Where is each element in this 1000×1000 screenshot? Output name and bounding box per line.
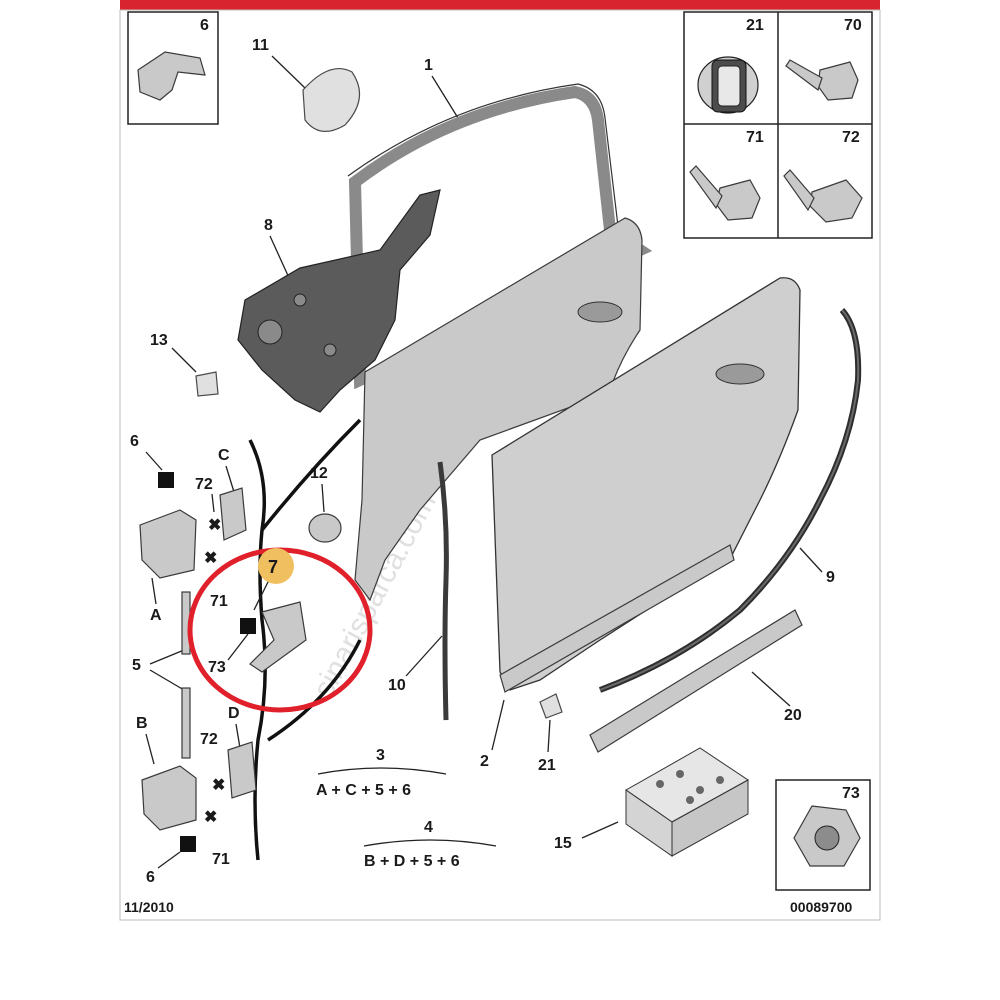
hinge-part-D	[227, 741, 257, 799]
pad-part-13	[195, 371, 219, 397]
callout-6-mid: 6	[130, 433, 139, 450]
seal-part-11	[302, 68, 361, 132]
diagram-reference: 00089700	[790, 899, 853, 915]
door-handle-inner	[577, 301, 623, 323]
callout-13: 13	[150, 332, 168, 349]
mark-square-73	[240, 618, 256, 634]
callout-20: 20	[784, 707, 802, 724]
hinge-part-A	[139, 509, 197, 579]
weatherstrip-part-10	[437, 461, 449, 721]
callout-3: 3	[376, 747, 385, 764]
callout-15: 15	[554, 835, 572, 852]
molding-part-20	[589, 609, 803, 753]
callout-1: 1	[424, 57, 433, 74]
callout-71-box: 71	[746, 129, 764, 146]
screw-part-72	[783, 169, 863, 223]
callout-10: 10	[388, 677, 406, 694]
clip-part-6	[137, 51, 206, 101]
callout-D: D	[228, 705, 240, 722]
callout-5: 5	[132, 657, 141, 674]
highlight-badge	[258, 548, 294, 584]
diagram-frame	[119, 9, 881, 921]
hinge-part-B	[141, 765, 197, 831]
mark-square-6-bottom	[180, 836, 196, 852]
clip-part-21-lower	[539, 693, 563, 719]
mark-x-71-top: ✖	[204, 550, 217, 567]
callout-21-lower: 21	[538, 757, 556, 774]
callout-C: C	[218, 447, 230, 464]
callout-4: 4	[424, 819, 433, 836]
callout-21-box: 21	[746, 17, 764, 34]
callout-72-box: 72	[842, 129, 860, 146]
callout-72-top: 72	[195, 476, 213, 493]
callout-6-bottom: 6	[146, 869, 155, 886]
door-frame-part-1	[348, 85, 653, 390]
callout-9: 9	[826, 569, 835, 586]
formula-3: A + C + 5 + 6	[316, 782, 411, 799]
callout-70: 70	[844, 17, 862, 34]
diagram-date: 11/2010	[124, 899, 174, 915]
callout-2: 2	[480, 753, 489, 770]
clip-part-21	[697, 56, 759, 114]
inset-box-part-6: 6	[127, 11, 219, 125]
callout-71-top: 71	[210, 593, 228, 610]
callout-8: 8	[264, 217, 273, 234]
formula-4: B + D + 5 + 6	[364, 853, 460, 870]
inner-panel-part-8	[237, 189, 441, 413]
pin-part-5-bottom	[181, 687, 191, 759]
header-bar	[120, 0, 880, 10]
door-shell	[354, 217, 643, 602]
fasteners-box: 21 70 71 72	[683, 11, 873, 239]
door-handle-outer	[715, 363, 765, 385]
grommet-part-12	[308, 513, 342, 543]
check-strap-part-7	[249, 601, 307, 673]
mark-x-71-bottom: ✖	[204, 809, 217, 826]
fixing-kit-part-15	[625, 747, 749, 857]
mark-x-72-top: ✖	[208, 517, 221, 534]
screw-part-70	[785, 59, 859, 101]
callout-B: B	[136, 715, 148, 732]
callout-73-box: 73	[842, 785, 860, 802]
callout-71-bottom: 71	[212, 851, 230, 868]
inset-box-part-73: 73	[775, 779, 871, 891]
callout-73-circle: 73	[208, 659, 226, 676]
callout-A: A	[150, 607, 162, 624]
mark-square-6	[158, 472, 174, 488]
wiring-harness	[248, 439, 267, 861]
callout-6-top: 6	[200, 17, 209, 34]
callout-11: 11	[252, 37, 269, 54]
mark-x-72-bottom: ✖	[212, 777, 225, 794]
callout-72-bottom: 72	[200, 731, 218, 748]
callout-7: 7	[268, 557, 278, 577]
hinge-part-C	[219, 487, 247, 541]
screw-part-71	[689, 165, 761, 221]
